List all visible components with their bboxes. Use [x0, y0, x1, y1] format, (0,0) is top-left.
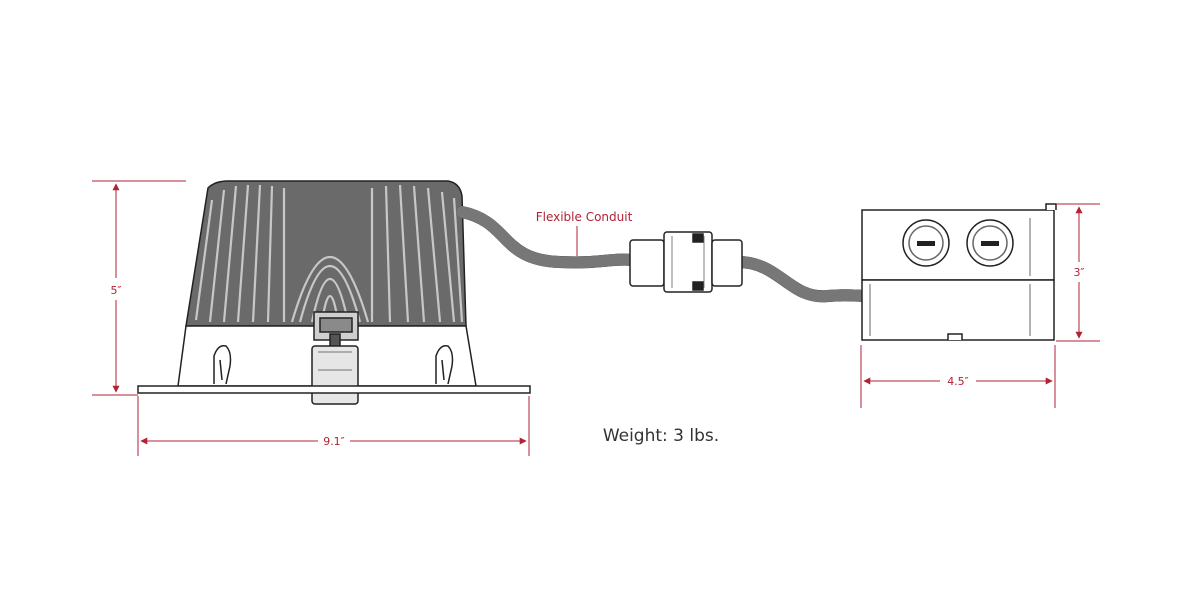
spring-clip-left [213, 344, 232, 385]
heat-sink-fins [194, 184, 464, 323]
junction-box-body [861, 279, 1055, 341]
dimension-lines [92, 180, 1100, 456]
box-width-label: 4.5″ [947, 375, 969, 388]
knockout-right [966, 219, 1014, 267]
flexible-conduit [456, 206, 872, 303]
conduit-label: Flexible Conduit [536, 210, 633, 224]
junction-box [861, 203, 1057, 341]
trim-flange [137, 385, 531, 394]
conduit-connector [629, 231, 743, 293]
spring-clip-right [435, 344, 454, 385]
downlight-fixture [137, 180, 531, 405]
fixture-width-label: 9.1″ [323, 435, 345, 448]
knockout-left [902, 219, 950, 267]
junction-box-lid [861, 209, 1055, 281]
box-height-label: 3″ [1073, 266, 1084, 279]
fixture-height-label: 5″ [110, 284, 121, 297]
heat-sink [185, 180, 467, 327]
weight-label: Weight: 3 lbs. [603, 426, 719, 446]
